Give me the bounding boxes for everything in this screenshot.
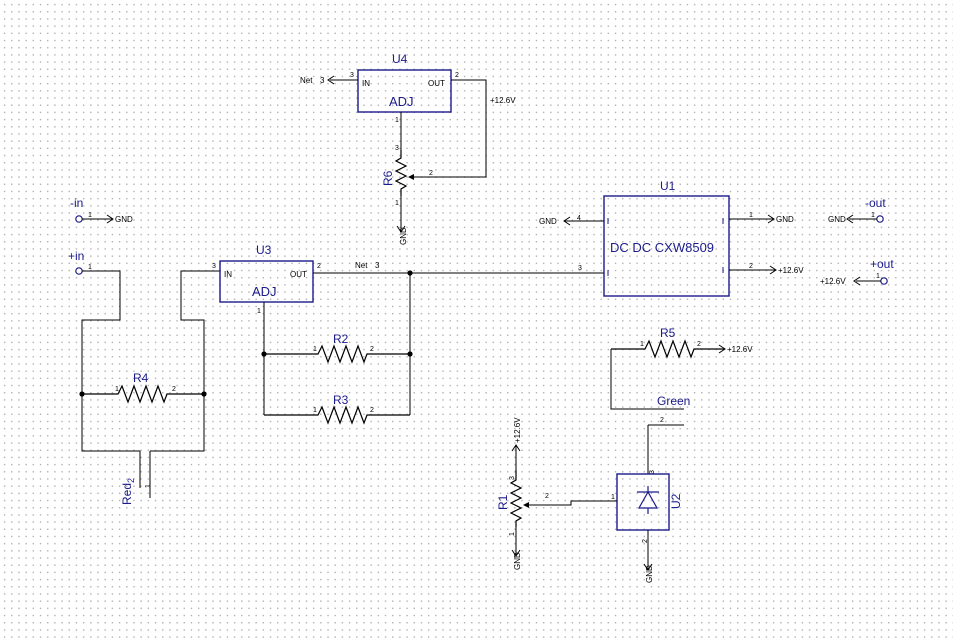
led-green-pin: 2 — [660, 417, 664, 424]
r4-ref: R4 — [133, 371, 149, 385]
resistor-r2[interactable]: R2 1 2 — [264, 332, 410, 364]
minus-in-label: -in — [70, 196, 83, 210]
u1-gnd-right-label: GND — [776, 215, 794, 224]
r1-pin3: 3 — [509, 476, 516, 480]
r6-pin3: 3 — [395, 145, 399, 152]
u4-value: ADJ — [389, 94, 414, 109]
u2-pin-top: 3 — [649, 470, 656, 474]
r2-pin1: 1 — [313, 346, 317, 353]
r6-pin2: 2 — [429, 170, 433, 177]
u2-pin-a: 1 — [611, 494, 615, 501]
u3-pin-out: 2 — [317, 263, 321, 270]
terminal-plus-in[interactable]: +in 1 — [68, 249, 92, 275]
plus-out-v126-label: +12.6V — [820, 277, 846, 286]
u4-out-label: OUT — [428, 79, 445, 88]
led-red-sub: 2 — [126, 478, 136, 483]
led-red-pin: 1 — [145, 484, 152, 488]
net3-num-main: 3 — [375, 261, 380, 270]
resistor-r5[interactable]: R5 1 2 — [611, 326, 725, 359]
u1-gnd-left-label: GND — [539, 217, 557, 226]
r1-gnd-label: GND — [513, 552, 522, 570]
u2-gnd-label: GND — [645, 565, 654, 583]
resistor-r4[interactable]: R4 1 2 — [82, 371, 204, 404]
u2-pin-bot: 2 — [642, 539, 649, 543]
minus-out-gnd-label: GND — [828, 215, 846, 224]
u1-pin-tr: 1 — [749, 212, 753, 219]
r1-ref: R1 — [496, 494, 510, 510]
v126-label-u4: +12.6V — [490, 96, 516, 105]
plus-in-pin: 1 — [88, 264, 92, 271]
minus-in-pin: 1 — [88, 212, 92, 219]
minus-in-gnd-label: GND — [115, 215, 133, 224]
r4-pin1: 1 — [115, 386, 119, 393]
led-red-ref: Red — [120, 483, 134, 505]
r2-ref: R2 — [333, 332, 349, 346]
r4-pin2: 2 — [172, 386, 176, 393]
u1-pin-br: 2 — [749, 263, 753, 270]
r1-v126-label: +12.6V — [513, 417, 522, 443]
net3-label-u4: Net — [300, 76, 313, 85]
dcdc-converter-u1[interactable]: U1 DC DC CXW8509 4 3 1 2 — [577, 179, 753, 297]
u4-pin-in: 3 — [350, 72, 354, 79]
led-green-ref: Green — [657, 394, 690, 408]
net3-label-main: Net — [355, 261, 368, 270]
r3-ref: R3 — [333, 393, 349, 407]
u4-pin-out: 2 — [455, 72, 459, 79]
r3-pin1: 1 — [313, 407, 317, 414]
u3-pin-adj: 1 — [257, 308, 261, 315]
u1-v126-label: +12.6V — [778, 266, 804, 275]
u4-pin-adj: 1 — [395, 117, 399, 124]
net-port-u4: Net 3 — [300, 76, 325, 85]
u3-ref: U3 — [256, 243, 272, 257]
r6-ref: R6 — [381, 170, 395, 186]
u4-in-label: IN — [362, 79, 370, 88]
led-red[interactable]: Red 2 1 — [120, 451, 152, 505]
terminal-minus-out[interactable]: -out 1 — [865, 196, 886, 223]
r6-gnd-label: GND — [399, 227, 408, 245]
r5-pin1: 1 — [640, 341, 644, 348]
r1-pin2: 2 — [545, 493, 549, 500]
u3-value: ADJ — [252, 284, 277, 299]
r1-pin1: 1 — [509, 532, 516, 536]
r6-pin1: 1 — [395, 200, 399, 207]
regulator-u3[interactable]: U3 IN OUT ADJ 3 2 1 — [212, 243, 321, 315]
diode-u2[interactable]: U2 1 3 2 — [611, 470, 683, 543]
r5-ref: R5 — [660, 326, 676, 340]
plus-out-pin: 1 — [876, 273, 880, 280]
terminal-plus-out[interactable]: +out 1 — [870, 257, 894, 285]
plus-in-label: +in — [68, 249, 84, 263]
u1-pin-bl: 3 — [578, 265, 582, 272]
led-green[interactable]: Green 2 — [648, 394, 690, 426]
u2-ref: U2 — [669, 493, 683, 509]
terminal-minus-in[interactable]: -in 1 — [70, 196, 92, 223]
u3-out-label: OUT — [290, 270, 307, 279]
u1-value: DC DC CXW8509 — [610, 240, 714, 255]
regulator-u4[interactable]: U4 IN OUT ADJ 3 2 1 — [350, 52, 459, 124]
r3-pin2: 2 — [370, 407, 374, 414]
r5-v126-label: +12.6V — [727, 345, 753, 354]
potentiometer-r1[interactable]: R1 3 2 1 — [496, 470, 549, 536]
u4-ref: U4 — [392, 52, 408, 66]
u3-pin-in: 3 — [212, 263, 216, 270]
r5-pin2: 2 — [697, 341, 701, 348]
plus-out-label: +out — [870, 257, 894, 271]
resistor-r3[interactable]: R3 1 2 — [264, 393, 410, 425]
net3-num-u4: 3 — [320, 76, 325, 85]
r2-pin2: 2 — [370, 346, 374, 353]
minus-out-label: -out — [865, 196, 886, 210]
u1-pin-tl: 4 — [577, 215, 581, 222]
minus-out-pin: 1 — [871, 212, 875, 219]
potentiometer-r6[interactable]: R6 3 2 1 — [381, 145, 433, 207]
u1-ref: U1 — [660, 179, 676, 193]
u3-in-label: IN — [224, 270, 232, 279]
